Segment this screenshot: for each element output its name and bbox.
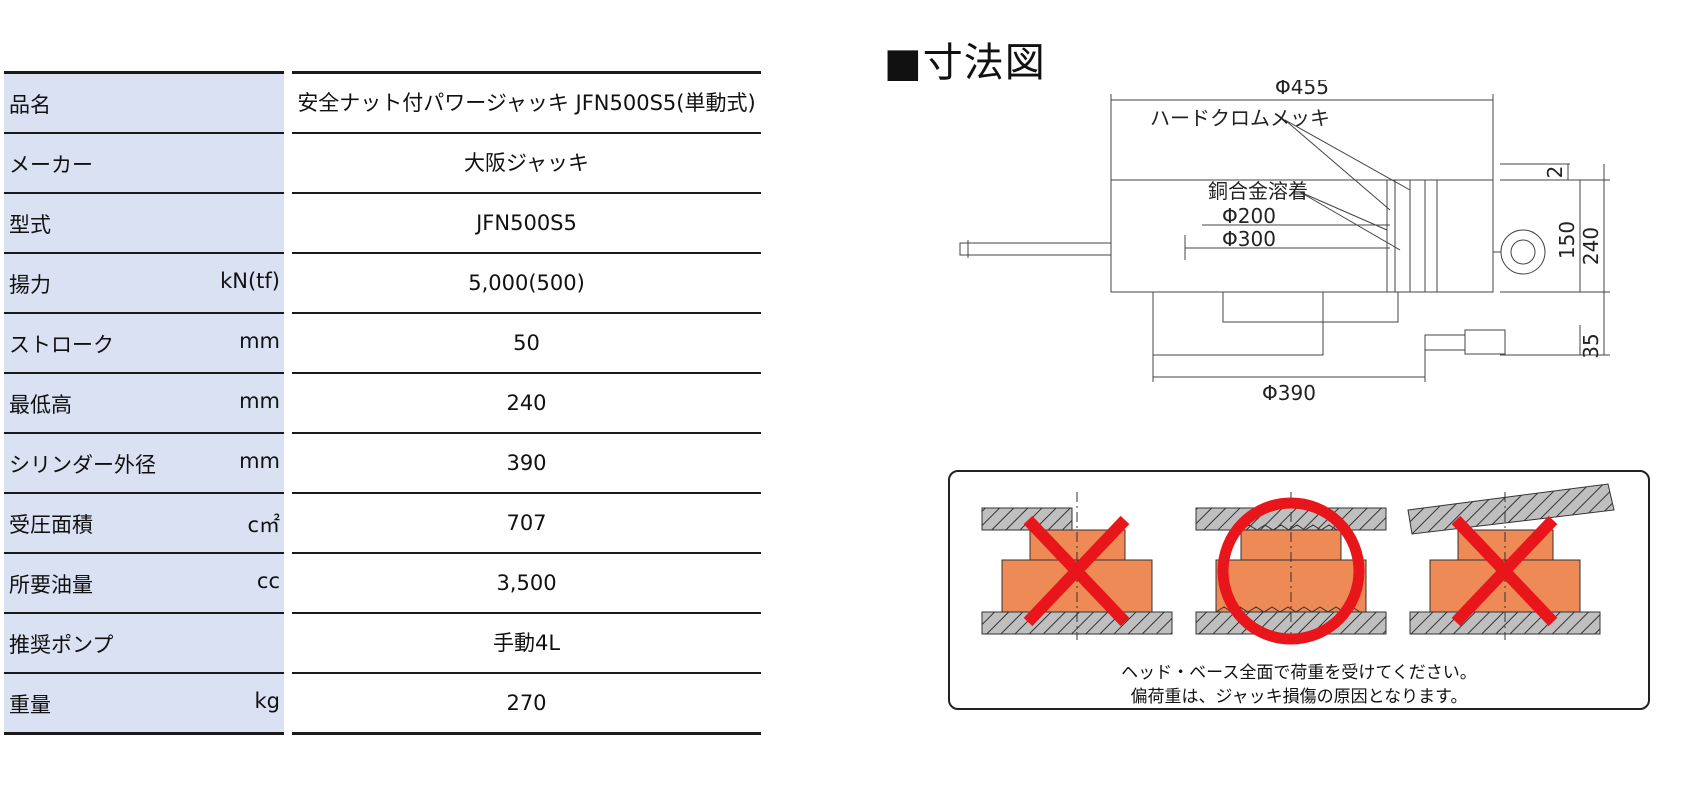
spec-unit: mm xyxy=(239,329,280,353)
dim-phi200: Φ200 xyxy=(1222,204,1276,228)
notice-text-line-2: 偏荷重は、ジャッキ損傷の原因となります。 xyxy=(1130,687,1468,707)
dim-phi390: Φ390 xyxy=(1262,381,1316,405)
label-copper-welding: 銅合金溶着 xyxy=(1208,179,1308,203)
dim-phi300: Φ300 xyxy=(1222,227,1276,251)
notice-text-line-1: ヘッド・ベース全面で荷重を受けてください。 xyxy=(1121,663,1477,683)
spec-label: シリンダー外径 xyxy=(9,453,156,477)
spec-value: 240 xyxy=(292,374,761,434)
spec-value: 安全ナット付パワージャッキ JFN500S5(単動式) xyxy=(292,71,761,134)
ok-circle-icon xyxy=(1217,497,1365,645)
example-tilted-head xyxy=(1407,483,1615,640)
dim-phi455: Φ455 xyxy=(1275,80,1329,99)
spec-value: 50 xyxy=(292,314,761,374)
load-illustrations xyxy=(981,483,1615,645)
spec-label: 品名 xyxy=(9,93,51,117)
spec-row-lift: 揚力 kN(tf) 5,000(500) xyxy=(4,254,761,314)
spec-row-weight: 重量 kg 270 xyxy=(4,674,761,735)
spec-value: 大阪ジャッキ xyxy=(292,134,761,194)
spec-unit: kN(tf) xyxy=(220,269,280,293)
spec-unit: mm xyxy=(239,389,280,413)
dim-240: 240 xyxy=(1579,227,1603,265)
spec-row-stroke: ストローク mm 50 xyxy=(4,314,761,374)
spec-label: メーカー xyxy=(9,153,93,177)
spec-label: 最低高 xyxy=(9,393,72,417)
spec-label: 揚力 xyxy=(9,273,51,297)
spec-row-oil-volume: 所要油量 cc 3,500 xyxy=(4,554,761,614)
spec-unit: cc xyxy=(256,569,280,593)
spec-label: ストローク xyxy=(9,333,114,357)
spec-row-model: 型式 JFN500S5 xyxy=(4,194,761,254)
example-full-contact xyxy=(1195,492,1387,645)
spec-value: 707 xyxy=(292,494,761,554)
load-notice-box: ヘッド・ベース全面で荷重を受けてください。 偏荷重は、ジャッキ損傷の原因となりま… xyxy=(948,470,1650,710)
spec-row-pressure-area: 受圧面積 c㎡ 707 xyxy=(4,494,761,554)
spec-table: 品名 安全ナット付パワージャッキ JFN500S5(単動式) メーカー 大阪ジャ… xyxy=(4,71,761,735)
spec-value: JFN500S5 xyxy=(292,194,761,254)
spec-value: 5,000(500) xyxy=(292,254,761,314)
spec-label: 型式 xyxy=(9,213,51,237)
spec-label: 受圧面積 xyxy=(9,513,93,537)
label-hard-chrome: ハードクロムメッキ xyxy=(1150,106,1330,130)
spec-row-pump: 推奨ポンプ 手動4L xyxy=(4,614,761,674)
spec-row-min-height: 最低高 mm 240 xyxy=(4,374,761,434)
spec-value: 270 xyxy=(292,674,761,735)
spec-value: 390 xyxy=(292,434,761,494)
spec-unit: c㎡ xyxy=(247,513,280,537)
spec-label: 所要油量 xyxy=(9,573,93,597)
spec-label: 重量 xyxy=(9,693,51,717)
spec-value: 3,500 xyxy=(292,554,761,614)
spec-unit: mm xyxy=(239,449,280,473)
spec-row-product-name: 品名 安全ナット付パワージャッキ JFN500S5(単動式) xyxy=(4,71,761,134)
dim-2: 2 xyxy=(1543,166,1567,179)
spec-row-cylinder-od: シリンダー外径 mm 390 xyxy=(4,434,761,494)
example-partial-head xyxy=(981,492,1173,640)
dim-35: 35 xyxy=(1579,333,1603,358)
dim-150: 150 xyxy=(1555,221,1579,259)
spec-row-maker: メーカー 大阪ジャッキ xyxy=(4,134,761,194)
spec-value: 手動4L xyxy=(292,614,761,674)
jack-dimension-drawing: Φ455 ハードクロムメッキ 銅合金溶着 Φ200 Φ300 Φ390 2 15… xyxy=(959,80,1610,405)
dimension-drawing-title: ■寸法図 xyxy=(884,40,1046,86)
spec-unit: kg xyxy=(254,689,281,713)
spec-label: 推奨ポンプ xyxy=(9,633,114,657)
